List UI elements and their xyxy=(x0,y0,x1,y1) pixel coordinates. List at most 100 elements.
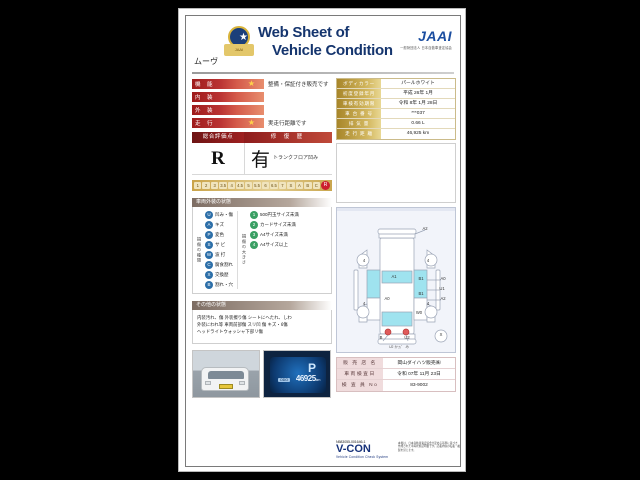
crest-star-icon: ★ xyxy=(239,32,248,43)
spec-row: 車 台 番 号***037 xyxy=(337,109,455,119)
sheet-title: Web Sheet of Vehicle Condition xyxy=(258,24,393,60)
rating-star-icon: ★ xyxy=(247,117,255,127)
spec-key: 走 行 距 離 xyxy=(337,129,381,139)
grade-scale-item[interactable]: C xyxy=(312,182,321,189)
damage-size-axis-label: 損傷の大きさ xyxy=(242,234,247,266)
legend-code-icon: S xyxy=(205,241,213,249)
car-windshield xyxy=(208,371,244,379)
diagram-marker: B1 xyxy=(418,276,424,281)
rating-bar: 機 能 ★ xyxy=(192,78,264,89)
grade-scale-item[interactable]: 4 xyxy=(227,182,236,189)
repair-history-mark: 有 xyxy=(251,149,271,171)
dealer-key: 車両検査日 xyxy=(337,369,383,379)
grade-scale-item[interactable]: 6 xyxy=(261,182,270,189)
grade-scale-item[interactable]: 2 xyxy=(202,182,210,189)
grade-scale-item[interactable]: S xyxy=(287,182,295,189)
diagram-marker: A2 xyxy=(440,296,446,301)
grade-scale-item[interactable]: 3 xyxy=(210,182,219,189)
rating-bar: 外 装 xyxy=(192,104,264,115)
grade-scale-item[interactable]: 7 xyxy=(278,182,287,189)
jaai-wordmark: JAAI xyxy=(418,28,452,44)
legend-text: 波 打 xyxy=(215,252,226,257)
odometer-reading: 46925km xyxy=(296,374,321,383)
car-headlight-left xyxy=(205,381,211,385)
dealer-key: 検 査 員 No xyxy=(337,380,383,391)
vehicle-exterior-photo[interactable] xyxy=(192,350,260,398)
diagram-marker: A0 xyxy=(384,296,390,301)
spec-value: パールホワイト xyxy=(381,79,455,88)
grade-scale-item[interactable]: 5.5 xyxy=(253,182,261,189)
evaluation-header: 総合評価点 修 復 歴 xyxy=(192,132,332,143)
vcon-brand: V-CON xyxy=(336,443,371,455)
title-line-1: Web Sheet of xyxy=(258,24,350,41)
spec-key: ボディカラー xyxy=(337,79,381,88)
diagram-footnote: U2 かヵ゛ み xyxy=(389,344,409,349)
dealer-row: 販 売 店 名岡山ダイハツ販売㈱ xyxy=(337,358,455,369)
evaluation-header-right: 修 復 歴 xyxy=(244,132,332,143)
grade-scale-selected[interactable]: R xyxy=(321,181,331,190)
rating-row: 内 装 xyxy=(192,91,332,102)
gear-position-indicator: P xyxy=(307,361,316,375)
memo-box xyxy=(336,143,456,203)
legend-code-icon: X xyxy=(205,271,213,279)
rating-label: 機 能 xyxy=(195,81,216,88)
car-license-plate xyxy=(219,384,233,389)
rating-row: 機 能★整備・保証付き販売です xyxy=(192,78,332,89)
legend-code-icon: 4 xyxy=(250,241,258,249)
grade-scale-item[interactable]: 5 xyxy=(244,182,253,189)
rating-star-icon: ★ xyxy=(247,78,255,88)
legend-text: カードサイズ未満 xyxy=(260,222,296,227)
diagram-marker: U1 xyxy=(439,286,445,291)
diagram-marker: 4 xyxy=(427,258,430,263)
legend-code-icon: B xyxy=(205,281,213,289)
grade-scale-item[interactable]: A xyxy=(295,182,304,189)
repair-history-note: トランクフロア凹み xyxy=(273,155,319,161)
dealer-value: 令和 07年 11月 23日 xyxy=(383,369,455,379)
other-condition-line: 内装汚れ、傷 外装擦り傷 シートにヘたれ、しわ xyxy=(197,315,292,320)
vehicle-spec-table: ボディカラーパールホワイト初度登録年月平成 26年 1月車検有効期限令和 8年 … xyxy=(336,78,456,140)
legend-text: 交換歴 xyxy=(215,272,229,277)
spec-key: 排 気 量 xyxy=(337,119,381,128)
rating-label: 内 装 xyxy=(195,94,216,101)
grade-scale-item[interactable]: 3.5 xyxy=(219,182,227,189)
evaluation-body: R 有 トランクフロア凹み xyxy=(192,143,332,175)
grade-scale-item[interactable]: 4.5 xyxy=(236,182,244,189)
grade-scale-item[interactable]: B xyxy=(304,182,312,189)
grade-scale-item[interactable]: 1 xyxy=(194,182,202,189)
odometer-badge: ODO xyxy=(278,378,290,382)
grade-scale-item[interactable]: 6.5 xyxy=(270,182,278,189)
diagram-marker: A0 xyxy=(440,276,446,281)
vcon-footer: N583055-001646-1 V-CON Vehicle Condition… xyxy=(336,440,460,459)
overall-grade-value: R xyxy=(211,147,225,169)
rating-bar: 内 装 xyxy=(192,91,264,102)
odometer-unit: km xyxy=(315,377,321,382)
car-body-shape xyxy=(201,367,249,391)
dealer-key: 販 売 店 名 xyxy=(337,358,383,368)
legend-text: 500円玉サイズ未満 xyxy=(260,212,299,217)
diagram-top-rule xyxy=(337,208,455,211)
odometer-photo[interactable]: P ODO 46925km xyxy=(263,350,331,398)
condition-sheet-inner: ★ JAAI Web Sheet of Vehicle Condition JA… xyxy=(185,15,461,467)
rating-row: 外 装 xyxy=(192,104,332,115)
vcon-brand-subtitle: Vehicle Condition Check System xyxy=(336,455,389,459)
legend-text: キズ xyxy=(215,222,224,227)
diagram-marker: W0 xyxy=(416,310,423,315)
diagram-marker: B1 xyxy=(418,291,424,296)
rating-row: 走 行★実走行距離です xyxy=(192,117,332,128)
diagram-marker: 4 xyxy=(363,258,366,263)
legend-text: 変色 xyxy=(215,232,224,237)
diagram-marker: A2 xyxy=(422,226,428,231)
legend-text: 凹み・傷 xyxy=(215,212,233,217)
document-number: N583055-001646-1 xyxy=(336,440,366,444)
other-condition-line: ヘッドライトウォッシャ下部リ傷 xyxy=(197,329,263,334)
sheet-header: ★ JAAI Web Sheet of Vehicle Condition JA… xyxy=(186,16,460,74)
photo-strip: P ODO 46925km xyxy=(192,350,332,398)
